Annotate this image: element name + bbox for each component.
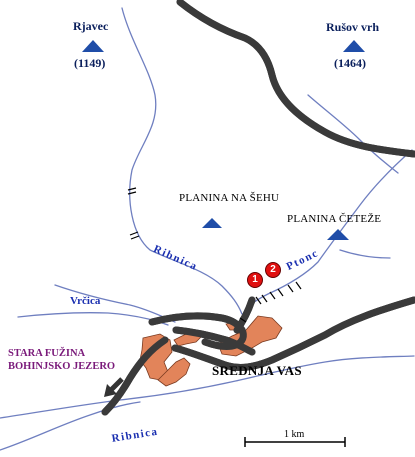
- ribnica-stream-lower-branch: [0, 401, 141, 451]
- peak-elevation-rjavec: (1149): [74, 56, 106, 70]
- place-planina-ceteze: PLANINA ČETEŽE: [287, 213, 382, 225]
- direction-line-1: STARA FUŽINA: [8, 348, 86, 359]
- direction-line-2: BOHINJSKO JEZERO: [8, 361, 116, 372]
- creek-northeast: [307, 94, 399, 174]
- ptonc-stream: [243, 149, 413, 313]
- river-label-vrcica: Vrčica: [70, 295, 101, 307]
- trail-crossings: [127, 187, 302, 323]
- peak-elevation-rusov-vrh: (1464): [334, 56, 366, 70]
- peak-name-rjavec: Rjavec: [73, 19, 109, 33]
- direction-arrow-icon: [104, 377, 124, 397]
- mountain-peak-icon: [343, 40, 365, 52]
- peak-name-rusov-vrh: Rušov vrh: [326, 20, 380, 34]
- marker-1[interactable]: 1: [247, 272, 263, 288]
- place-planina-na-sehu: PLANINA NA ŠEHU: [179, 192, 280, 204]
- mountain-peak-icon: [82, 40, 104, 52]
- vrcica-stream: [17, 312, 169, 326]
- marker-2[interactable]: 2: [265, 262, 281, 278]
- mountain-peak-icon: [202, 218, 222, 228]
- ribnica-stream-upper: [121, 7, 243, 315]
- ribnica-stream-lower: [0, 355, 415, 419]
- scale-bar: [244, 437, 346, 447]
- mountain-peak-icon: [327, 229, 349, 240]
- creek-east: [339, 249, 391, 259]
- peak-symbols: [82, 40, 365, 240]
- village-label: SREDNJA VAS: [212, 363, 302, 378]
- scale-label: 1 km: [284, 429, 305, 440]
- direction-label: STARA FUŽINA BOHINJSKO JEZERO: [8, 347, 115, 373]
